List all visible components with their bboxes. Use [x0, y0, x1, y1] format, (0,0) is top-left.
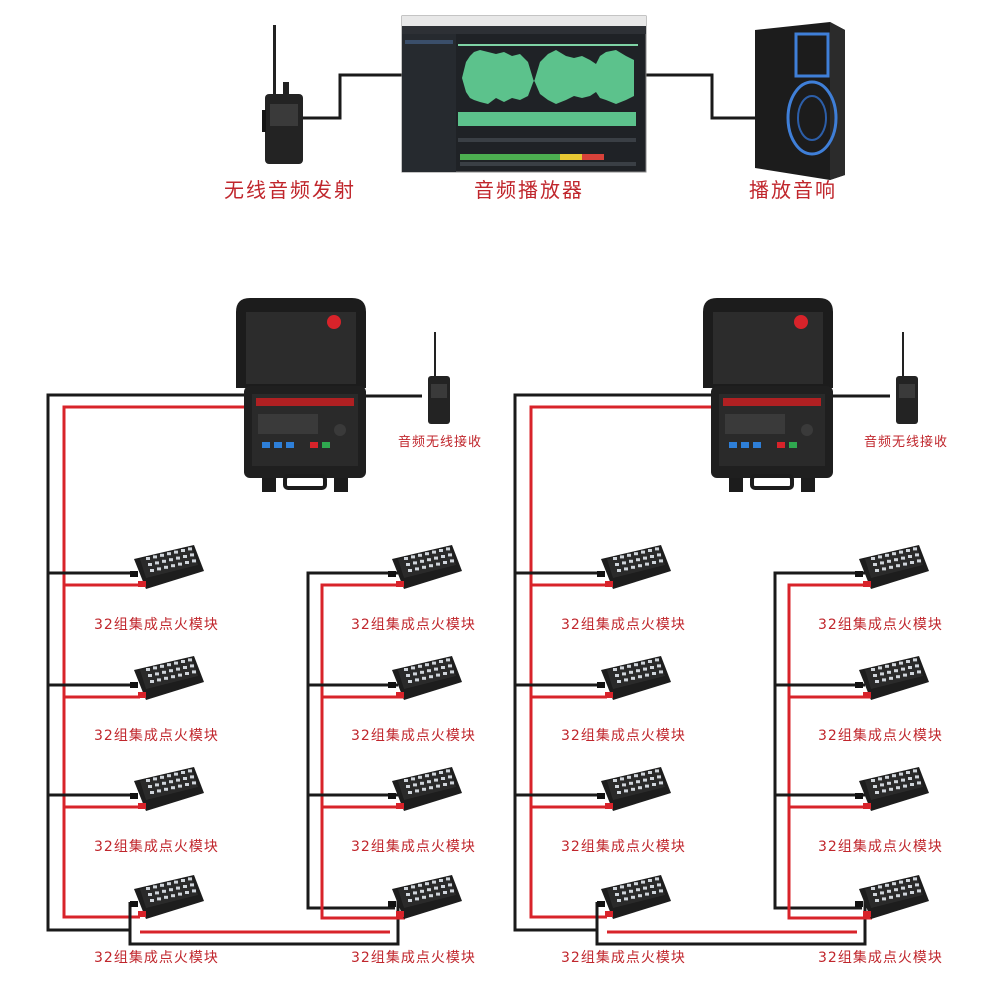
module-label: 32组集成点火模块	[818, 727, 943, 744]
firing-module	[388, 545, 462, 589]
module-label: 32组集成点火模块	[94, 949, 219, 966]
module-label: 32组集成点火模块	[818, 838, 943, 855]
module-label: 32组集成点火模块	[561, 727, 686, 744]
firing-module	[130, 767, 204, 811]
firing-module	[130, 875, 204, 919]
firing-module	[597, 767, 671, 811]
firing-module	[597, 545, 671, 589]
module-label: 32组集成点火模块	[561, 616, 686, 633]
firing-module	[855, 656, 929, 700]
receiver-label-right: 音频无线接收	[864, 434, 948, 450]
system-left-wiring	[46, 393, 422, 946]
audio-player-window	[401, 15, 647, 173]
top-cables	[300, 73, 755, 120]
firing-module	[130, 656, 204, 700]
player-label: 音频播放器	[474, 178, 584, 202]
firing-module	[855, 875, 929, 919]
firing-controller-left	[236, 298, 366, 492]
firing-module	[597, 875, 671, 919]
module-label: 32组集成点火模块	[94, 838, 219, 855]
speaker-label: 播放音响	[749, 178, 837, 202]
module-label: 32组集成点火模块	[818, 616, 943, 633]
module-label: 32组集成点火模块	[351, 838, 476, 855]
module-label: 32组集成点火模块	[351, 616, 476, 633]
system-right-wiring	[513, 393, 890, 946]
module-label: 32组集成点火模块	[561, 838, 686, 855]
module-label: 32组集成点火模块	[351, 949, 476, 966]
waveform-icon	[462, 50, 634, 104]
firing-module	[855, 545, 929, 589]
firing-module	[388, 656, 462, 700]
firing-module	[855, 767, 929, 811]
walkie-talkie-receiver-left	[428, 332, 450, 424]
module-label: 32组集成点火模块	[94, 727, 219, 744]
transmitter-label: 无线音频发射	[224, 178, 356, 202]
walkie-talkie-transmitter	[262, 25, 303, 164]
firing-module	[597, 656, 671, 700]
firing-module	[388, 875, 462, 919]
module-label: 32组集成点火模块	[561, 949, 686, 966]
walkie-talkie-receiver-right	[896, 332, 918, 424]
receiver-label-left: 音频无线接收	[398, 434, 482, 450]
firing-controller-right	[703, 298, 833, 492]
speaker-cabinet	[755, 22, 845, 180]
module-label: 32组集成点火模块	[818, 949, 943, 966]
firing-module	[130, 545, 204, 589]
module-label: 32组集成点火模块	[94, 616, 219, 633]
module-label: 32组集成点火模块	[351, 727, 476, 744]
firing-module	[388, 767, 462, 811]
